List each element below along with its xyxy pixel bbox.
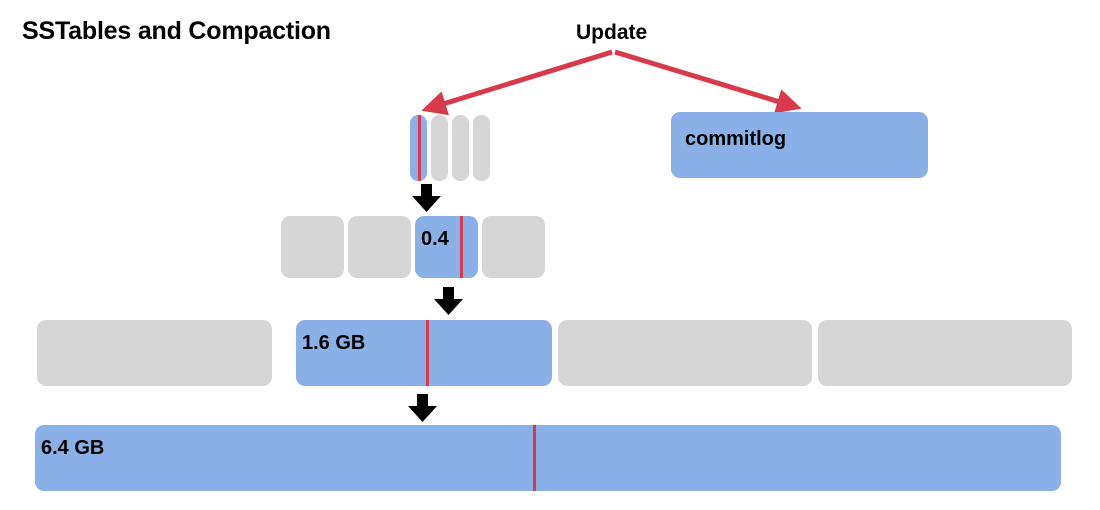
memtable-bar-3 (452, 115, 469, 181)
level-3-block-label: 6.4 GB (41, 437, 105, 459)
commitlog-label: commitlog (685, 128, 787, 150)
level-2-block-3 (558, 320, 812, 386)
flow-arrow-memtable-to-level-1 (412, 184, 441, 212)
memtable-bar-1 (410, 115, 427, 181)
page-title: SSTables and Compaction (22, 17, 331, 45)
level-2-block-2 (296, 320, 552, 386)
level-1-block-label: 0.4 (421, 228, 449, 250)
level-2-block-4 (818, 320, 1072, 386)
level-1-block-2 (348, 216, 411, 278)
level-2-block-1 (37, 320, 272, 386)
level-3-block-1 (35, 425, 1061, 491)
level-1-block-3 (415, 216, 478, 278)
arrow-update-to-memtable (421, 49, 613, 116)
memtable-bar-4 (473, 115, 490, 181)
flow-arrow-level-1-to-level-2 (434, 287, 463, 315)
update-label: Update (576, 21, 648, 44)
flow-arrow-level-2-to-level-3 (408, 394, 437, 422)
commitlog-box: commitlog (671, 112, 928, 178)
memtable-red-marker (418, 115, 421, 181)
level-1-block-4 (482, 216, 545, 278)
level-2-block-label: 1.6 GB (302, 332, 366, 354)
level-1-red-marker (460, 216, 463, 278)
level-2-red-marker (426, 320, 429, 386)
level-3-red-marker (533, 425, 536, 491)
arrow-update-to-commitlog (614, 49, 802, 114)
memtable-bar-2 (431, 115, 448, 181)
level-1-block-1 (281, 216, 344, 278)
